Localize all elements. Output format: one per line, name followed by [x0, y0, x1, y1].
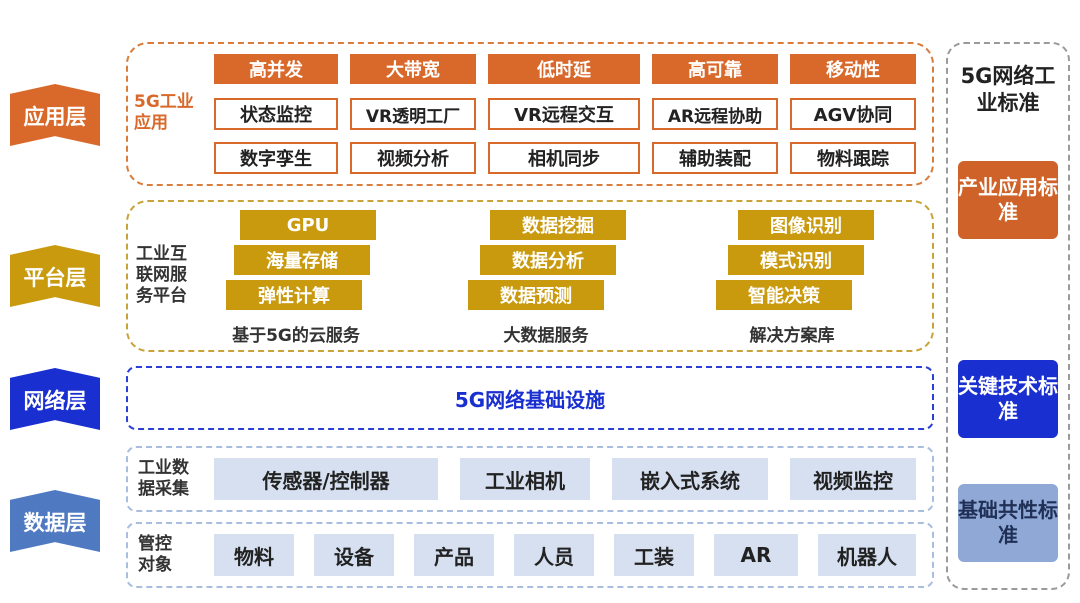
app-cell-r1-3: AR远程协助: [652, 98, 778, 130]
standards-title: 5G网络工业标准: [958, 58, 1058, 122]
data-collect-item-1: 工业相机: [460, 458, 590, 500]
app-header-2: 低时延: [488, 54, 640, 84]
app-cell-r2-4: 物料跟踪: [790, 142, 916, 174]
data-collect-box: [126, 446, 934, 512]
layer-badge-data: 数据层: [10, 490, 100, 552]
data-collect-item-2: 嵌入式系统: [612, 458, 768, 500]
data-collect-label: 工业数据采集: [138, 458, 189, 499]
app-header-4: 移动性: [790, 54, 916, 84]
data-collect-item-3: 视频监控: [790, 458, 916, 500]
standards-title-text: 5G网络工业标准: [960, 64, 1056, 115]
platform-item-0-2: 弹性计算: [226, 280, 362, 310]
platform-item-2-0: 图像识别: [738, 210, 874, 240]
platform-layer-label: 工业互联网服务平台: [136, 244, 187, 306]
layer-badge-network-label: 网络层: [23, 389, 87, 413]
network-layer-text: 5G网络基础设施: [454, 387, 606, 412]
app-cell-r2-0: 数字孪生: [214, 142, 338, 174]
platform-item-2-1: 模式识别: [728, 245, 864, 275]
data-control-item-3: 人员: [514, 534, 594, 576]
platform-caption-0: 基于5G的云服务: [232, 325, 360, 346]
data-control-item-2: 产品: [414, 534, 494, 576]
platform-item-2-2: 智能决策: [716, 280, 852, 310]
app-cell-r1-0: 状态监控: [214, 98, 338, 130]
app-cell-r2-3: 辅助装配: [652, 142, 778, 174]
app-header-0: 高并发: [214, 54, 338, 84]
layer-badge-data-label: 数据层: [23, 511, 87, 535]
data-control-item-0: 物料: [214, 534, 294, 576]
layer-badge-platform: 平台层: [10, 245, 100, 307]
data-control-item-6: 机器人: [818, 534, 916, 576]
platform-item-1-1: 数据分析: [480, 245, 616, 275]
data-collect-item-0: 传感器/控制器: [214, 458, 438, 500]
app-cell-r1-2: VR远程交互: [488, 98, 640, 130]
standard-basic-text: 基础共性标准: [958, 498, 1058, 547]
app-cell-r2-1: 视频分析: [350, 142, 476, 174]
network-layer-box: 5G网络基础设施: [126, 366, 934, 430]
app-layer-label: 5G工业应用: [134, 92, 194, 133]
data-control-item-1: 设备: [314, 534, 394, 576]
platform-item-1-0: 数据挖掘: [490, 210, 626, 240]
layer-badge-platform-label: 平台层: [23, 266, 87, 290]
layer-badge-app: 应用层: [10, 84, 100, 146]
data-control-box: [126, 522, 934, 588]
app-cell-r2-2: 相机同步: [488, 142, 640, 174]
platform-item-0-1: 海量存储: [234, 245, 370, 275]
platform-layer-box: [126, 200, 934, 352]
app-cell-r1-1: VR透明工厂: [350, 98, 476, 130]
standards-box: [946, 42, 1070, 590]
standard-industry-text: 产业应用标准: [958, 175, 1058, 224]
platform-caption-1: 大数据服务: [503, 325, 589, 346]
standard-basic: 基础共性标准: [958, 484, 1058, 562]
app-layer-box: [126, 42, 934, 186]
layer-badge-app-label: 应用层: [23, 105, 87, 129]
platform-caption-2: 解决方案库: [749, 325, 835, 346]
data-control-item-4: 工装: [614, 534, 694, 576]
standard-industry: 产业应用标准: [958, 161, 1058, 239]
data-control-item-5: AR: [714, 534, 798, 576]
standard-key-tech: 关键技术标准: [958, 360, 1058, 438]
app-header-1: 大带宽: [350, 54, 476, 84]
layer-badge-network: 网络层: [10, 368, 100, 430]
standard-key-tech-text: 关键技术标准: [958, 374, 1058, 423]
app-header-3: 高可靠: [652, 54, 778, 84]
app-cell-r1-4: AGV协同: [790, 98, 916, 130]
data-control-label: 管控对象: [138, 534, 172, 575]
platform-item-0-0: GPU: [240, 210, 376, 240]
platform-item-1-2: 数据预测: [468, 280, 604, 310]
